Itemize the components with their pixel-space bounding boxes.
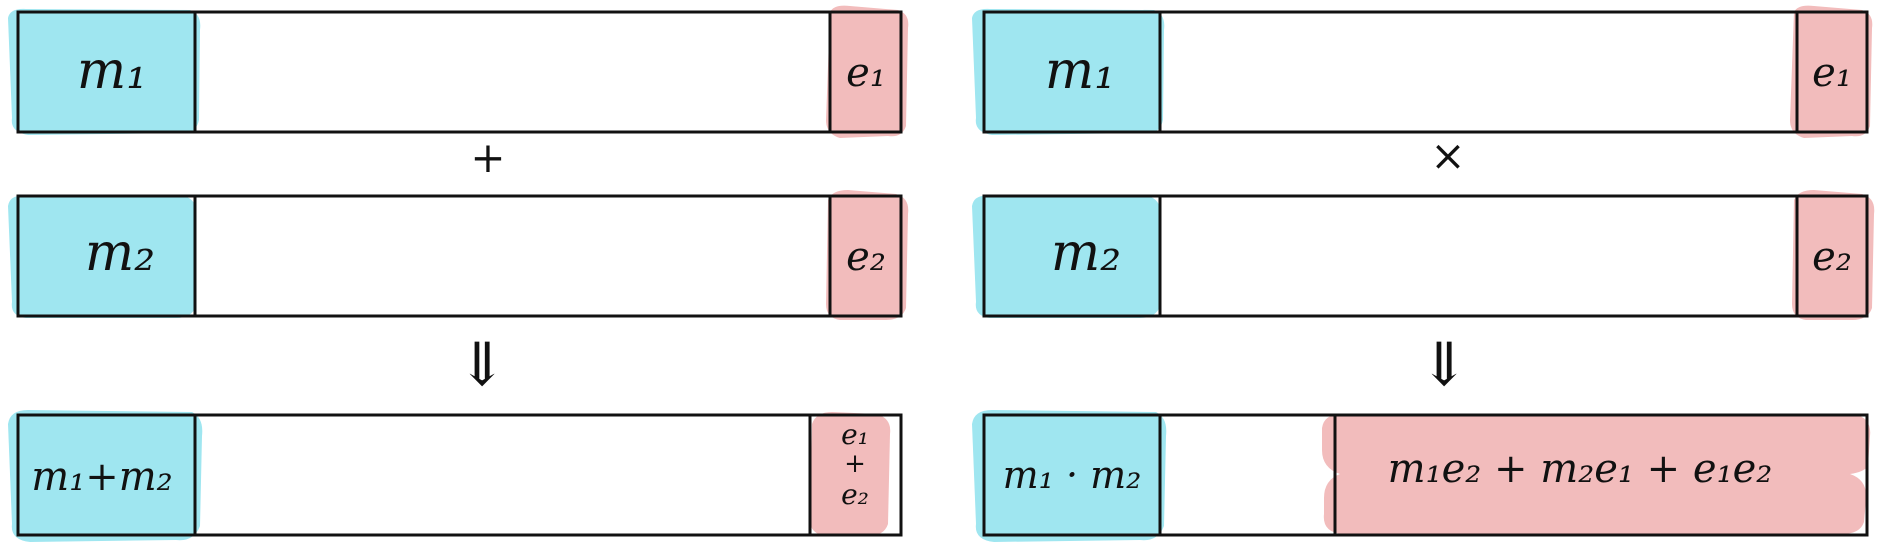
left-row2-register [16,194,903,318]
right-result-error-highlight [1322,414,1871,534]
right-result-register [982,413,1869,537]
right-row2-mantissa-highlight [972,195,1161,318]
right-row1-mantissa-highlight [972,8,1165,136]
left-result-mantissa-highlight [8,410,203,542]
left-row1-m-label: m₁ [77,41,147,101]
right-row2-e-label: e₂ [1812,234,1852,280]
right-row2-register [982,194,1869,318]
right-row1-e-label: e₁ [1812,50,1852,96]
right-row1-m-label: m₁ [1045,41,1115,101]
right-result-mantissa-highlight [972,410,1167,542]
left-row2-m-label: m₂ [85,223,155,283]
left-row2-e-label: e₂ [846,234,886,280]
left-result-e-top: e₁ [841,418,869,451]
left-row1: m₁ e₁ [8,5,909,138]
left-row2-error-highlight [826,190,909,320]
left-result-e-plus: + [844,449,866,479]
left-result-e-bottom: e₂ [841,478,869,511]
left-row1-error-highlight [826,5,909,138]
left-arrow-down-icon: ⇓ [457,330,507,400]
left-result-register [16,413,903,537]
left-row1-mantissa-highlight [8,8,201,136]
right-result: m₁ · m₂ m₁e₂ + m₂e₁ + e₁e₂ [972,410,1871,542]
left-row1-e-label: e₁ [846,50,886,96]
right-operator-times: × [1430,131,1465,180]
right-row1-register [982,10,1869,134]
right-result-m-label: m₁ · m₂ [1003,453,1142,497]
left-result: m₁+m₂ e₁ + e₂ [8,410,903,542]
left-operator-plus: + [470,133,505,182]
left-row1-register [16,10,903,134]
right-row2-error-highlight [1792,190,1875,320]
right-result-e-label: m₁e₂ + m₂e₁ + e₁e₂ [1388,446,1773,492]
right-row1: m₁ e₁ [972,5,1873,138]
left-result-error-highlight [810,412,891,536]
right-arrow-down-icon: ⇓ [1419,330,1469,400]
left-result-m-label: m₁+m₂ [31,454,172,500]
right-row1-error-highlight [1790,5,1873,138]
left-row2: m₂ e₂ [8,190,909,320]
right-row2: m₂ e₂ [972,190,1875,320]
right-row2-m-label: m₂ [1051,223,1121,283]
left-row2-mantissa-highlight [8,195,197,318]
